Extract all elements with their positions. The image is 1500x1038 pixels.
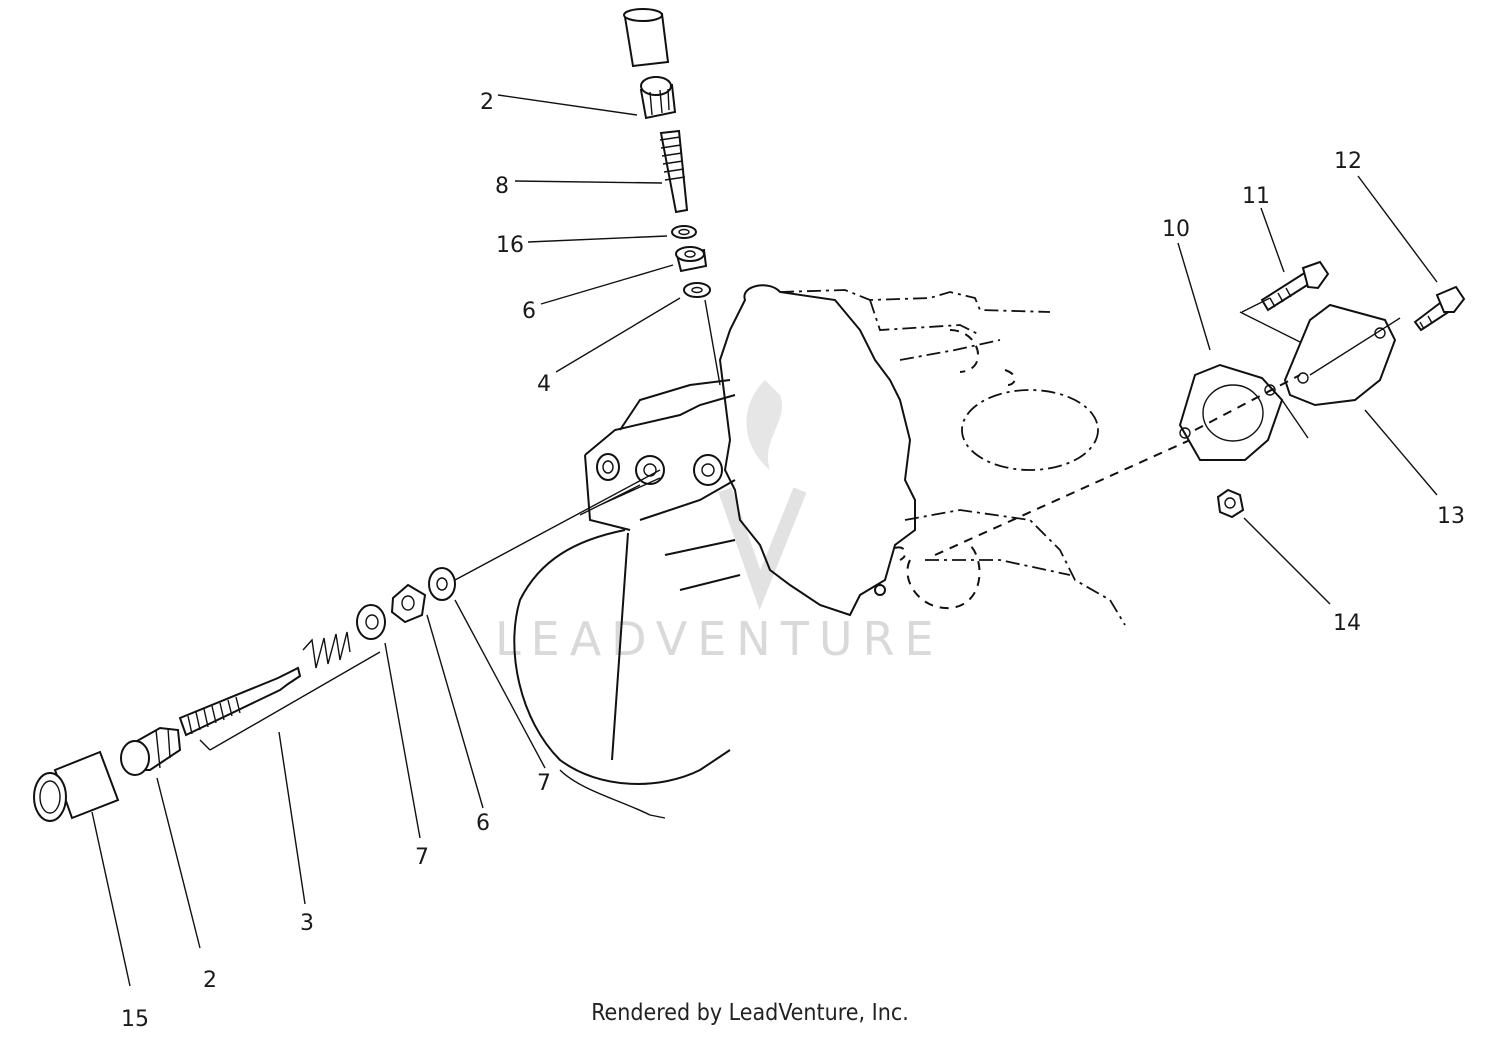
callout-15: 15: [121, 1007, 149, 1032]
gasket-10: [1178, 363, 1284, 461]
callout-2-bottom: 2: [203, 968, 217, 993]
callout-7-left: 7: [415, 845, 429, 870]
callout-4: 4: [537, 372, 551, 397]
callout-labels: 2 8 16 6 4 10 11 12 13 14 7 6 7 3 2 15: [121, 90, 1465, 1032]
top-cap: [623, 8, 670, 68]
nut-14: [1216, 488, 1245, 519]
callout-3: 3: [300, 911, 314, 936]
cover-plate-13: [1283, 303, 1397, 407]
screw-11: [1260, 260, 1330, 312]
callout-6-bottom: 6: [476, 811, 490, 836]
callout-2-top: 2: [480, 90, 494, 115]
callout-10: 10: [1162, 217, 1190, 242]
callout-16: 16: [496, 233, 524, 258]
vertical-valve-assembly: [623, 8, 721, 386]
callout-13: 13: [1437, 504, 1465, 529]
callout-7-right: 7: [537, 771, 551, 796]
top-washer-4: [683, 282, 711, 298]
watermark-text: LEADVENTURE: [495, 612, 944, 666]
adjusting-screw-3: [178, 666, 302, 737]
top-adjusting-screw: [659, 129, 689, 214]
cap-15: [33, 750, 120, 822]
horizontal-valve-assembly: [33, 469, 661, 822]
lock-nut-6: [390, 583, 427, 624]
top-washer-16: [671, 225, 697, 239]
adjuster-nut-2: [120, 726, 182, 776]
callout-8: 8: [495, 174, 509, 199]
washer-7-right: [428, 567, 456, 601]
callout-14: 14: [1333, 611, 1361, 636]
cover-assembly: [1178, 260, 1466, 519]
top-adjuster-nut: [639, 76, 677, 120]
footer-credit: Rendered by LeadVenture, Inc.: [591, 1000, 909, 1026]
callout-6-top: 6: [522, 299, 536, 324]
leader-lines: [91, 94, 1438, 987]
callout-12: 12: [1334, 149, 1362, 174]
screw-12: [1413, 285, 1466, 332]
top-lock-nut: [675, 246, 708, 273]
watermark: LEADVENTURE: [495, 380, 944, 666]
callout-11: 11: [1242, 184, 1270, 209]
washer-7-left: [356, 604, 386, 640]
transmission-housing: [513, 284, 1191, 819]
